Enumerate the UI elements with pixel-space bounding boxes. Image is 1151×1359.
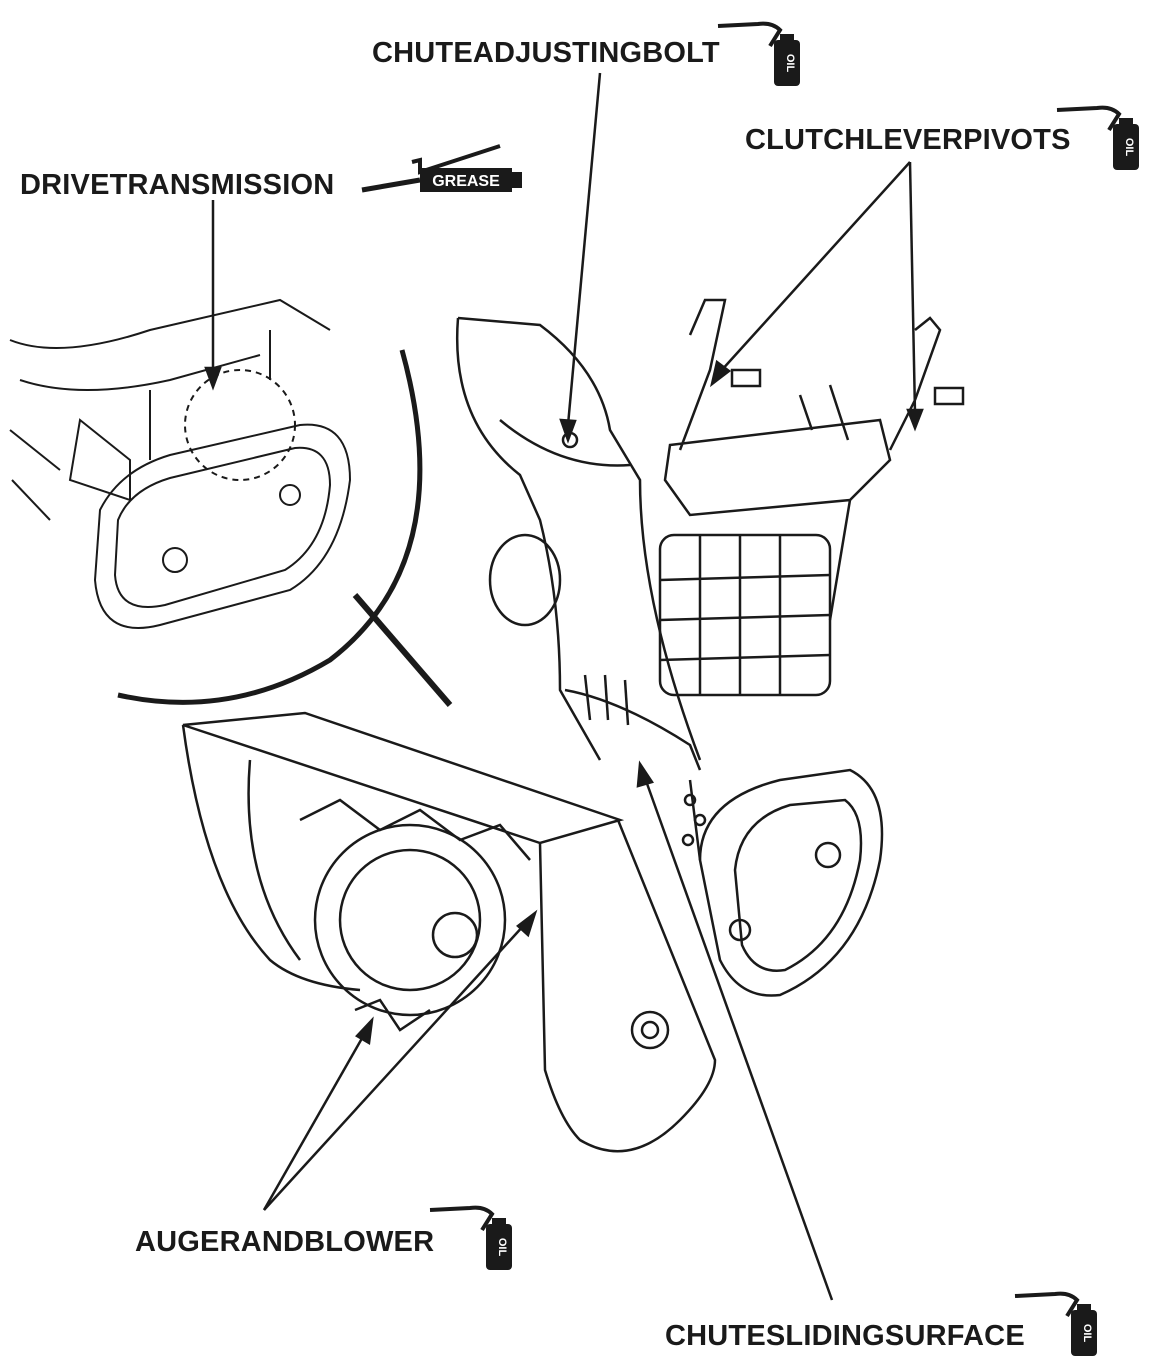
svg-text:OIL: OIL xyxy=(1123,138,1135,157)
drive-transmission-inset xyxy=(9,298,453,707)
drive-transmission-label: DRIVETRANSMISSION xyxy=(20,169,335,201)
snowblower-body xyxy=(181,298,965,1153)
svg-text:GREASE: GREASE xyxy=(432,173,500,190)
svg-text:OIL: OIL xyxy=(1081,1324,1093,1343)
oil-can-icon: OIL xyxy=(1013,1291,1099,1358)
svg-text:OIL: OIL xyxy=(496,1238,508,1257)
oil-can-icon: OIL xyxy=(716,21,802,89)
auger-and-blower-label: AUGERANDBLOWER xyxy=(135,1226,435,1258)
leader-lines xyxy=(204,72,924,1301)
chute-adjusting-bolt-label: CHUTEADJUSTINGBOLT xyxy=(372,37,720,69)
oil-can-icon: OIL xyxy=(428,1205,514,1272)
oil-can-icon: OIL xyxy=(1055,105,1141,172)
grease-gun-icon: GREASE xyxy=(361,144,522,193)
clutch-lever-pivots-label: CLUTCHLEVERPIVOTS xyxy=(745,124,1071,156)
svg-text:OIL: OIL xyxy=(784,54,796,73)
chute-sliding-surface-label: CHUTESLIDINGSURFACE xyxy=(665,1320,1025,1352)
